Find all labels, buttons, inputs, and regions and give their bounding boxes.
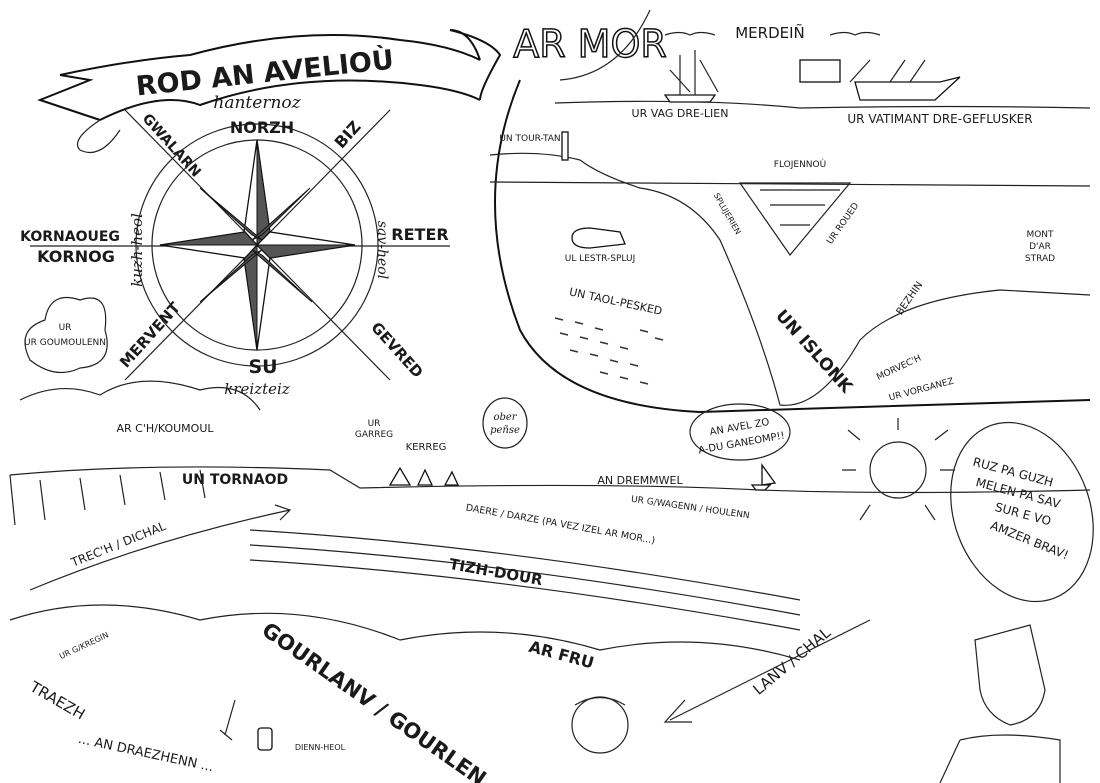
compass-southwest: MERVENT [116, 298, 184, 371]
compass-east: RETER [391, 225, 448, 244]
sea-title: AR MOR [513, 22, 667, 66]
fisherman-speech-bubble [950, 421, 1094, 603]
cloud-label: UR GOUMOULENN [24, 338, 106, 348]
surf-wave [9, 604, 801, 661]
current-label: TIZH-DOUR [448, 555, 545, 589]
clouds-label: AR C'H/KOUMOUL [117, 422, 215, 435]
cliff-label: UN TORNAOD [182, 472, 288, 488]
fish-school-label: UN TAOL-PESKED [568, 285, 663, 317]
cliff-drawing [9, 469, 206, 526]
motor-ship-label: UR VATIMANT DRE-GEFLUSKER [847, 112, 1032, 126]
sun-rays [842, 418, 955, 521]
compass-north: NORZH [230, 118, 294, 137]
sailing-ship-icon [663, 50, 719, 103]
compass-south-time: kreizteiz [224, 380, 290, 398]
child-figure [571, 696, 629, 754]
submarine-icon [571, 227, 626, 249]
floats-label: FLOJENNOÙ [774, 158, 826, 170]
spring-tide-label: GOURLANV / GOURLEN [257, 618, 490, 783]
cloud-drawing [24, 296, 108, 374]
compass-northwest: GWALARN [139, 111, 204, 181]
compass-southeast: GEVRED [367, 319, 426, 382]
high-sea-label: MERDEIÑ [735, 23, 805, 42]
sailboat-icon [750, 462, 777, 491]
wave-label: UR G/WAGENN / HOULENN [630, 495, 750, 522]
rocks-drawing [388, 466, 460, 486]
rocks-label: KERREG [406, 442, 447, 453]
ebb-arrow [29, 504, 292, 591]
sea-surface-line [489, 181, 1091, 187]
fisherman-figure [939, 624, 1061, 783]
banner-ribbon [37, 29, 502, 154]
compass-west-alt: KORNAOUEG [20, 229, 120, 245]
mermaid-label-1: MORVEC'H [875, 354, 923, 383]
seabed-line [489, 152, 1091, 406]
lighthouse-icon [561, 131, 569, 161]
submarine-label: UL LESTR-SPLUJ [565, 254, 635, 264]
sunscreen-label: DIENN-HEOL [295, 743, 346, 752]
shells-label: UR G/KREGIN [58, 630, 110, 661]
shore-label: ... AN DRAEZHENN ... [77, 732, 215, 775]
cargo-ship-icon [799, 59, 961, 101]
clouds-drawing [19, 380, 261, 411]
surface-line [554, 100, 1091, 109]
wreck-label-3: STRAD [1025, 254, 1055, 264]
compass-east-time: sav-heol [374, 221, 390, 279]
compass-west: KORNOG [37, 247, 115, 266]
compass-north-time: hanternoz [213, 93, 301, 113]
beach-label: TRAEZH [26, 677, 88, 723]
title-arc [559, 9, 651, 81]
fish-school-drawing [554, 317, 664, 385]
thought-bubble-line-1: ober [493, 412, 517, 423]
wreck-label-2: D'AR [1029, 242, 1051, 252]
rock-label-1: UR [368, 419, 381, 429]
wreck-label-1: MONT [1026, 230, 1054, 240]
tide-label: LANV / CHAL [749, 623, 834, 699]
horizon-label: AN DREMMWEL [597, 474, 683, 487]
cloud-label-1: UR [59, 323, 72, 333]
seaweed-label: BEZHIN [895, 280, 926, 317]
neap-label: DAERE / DARZE (PA VEZ IZEL AR MOR...) [465, 502, 656, 546]
rock-label-2: GARREG [355, 430, 393, 440]
foam-label: AR FRU [527, 637, 596, 673]
sail-ship-label: UR VAG DRE-LIEN [632, 107, 729, 120]
lighthouse-label: UN TOUR-TAN [499, 134, 560, 144]
thought-bubble-line-2: peñse [490, 425, 520, 436]
compass-west-time: kuzh-heol [128, 213, 146, 287]
ebb-flow-label: TREC'H / DICHAL [68, 519, 168, 570]
compass-rose [30, 109, 450, 381]
sailor-speech-bubble [689, 403, 791, 461]
divers-label: SPLUJERIEN [712, 192, 743, 237]
compass-northeast: BIZ [331, 117, 365, 152]
thought-bubble [482, 397, 528, 449]
tide-arrow [663, 619, 871, 723]
compass-south: SU [248, 356, 277, 378]
sun-icon [869, 441, 927, 499]
sunscreen-icon [257, 727, 273, 751]
fisherman-speech-line-4: AMZER BRAV! [988, 518, 1070, 562]
net-label: UR ROUED [825, 201, 861, 246]
shovel-icon [219, 699, 236, 741]
fishing-net-icon [738, 182, 852, 256]
abyss-label: UN ISLONK [771, 306, 856, 398]
horizon-line [9, 466, 1091, 494]
current-lines [249, 529, 801, 631]
mermaid-label-2: UR VORGANEZ [888, 377, 955, 404]
